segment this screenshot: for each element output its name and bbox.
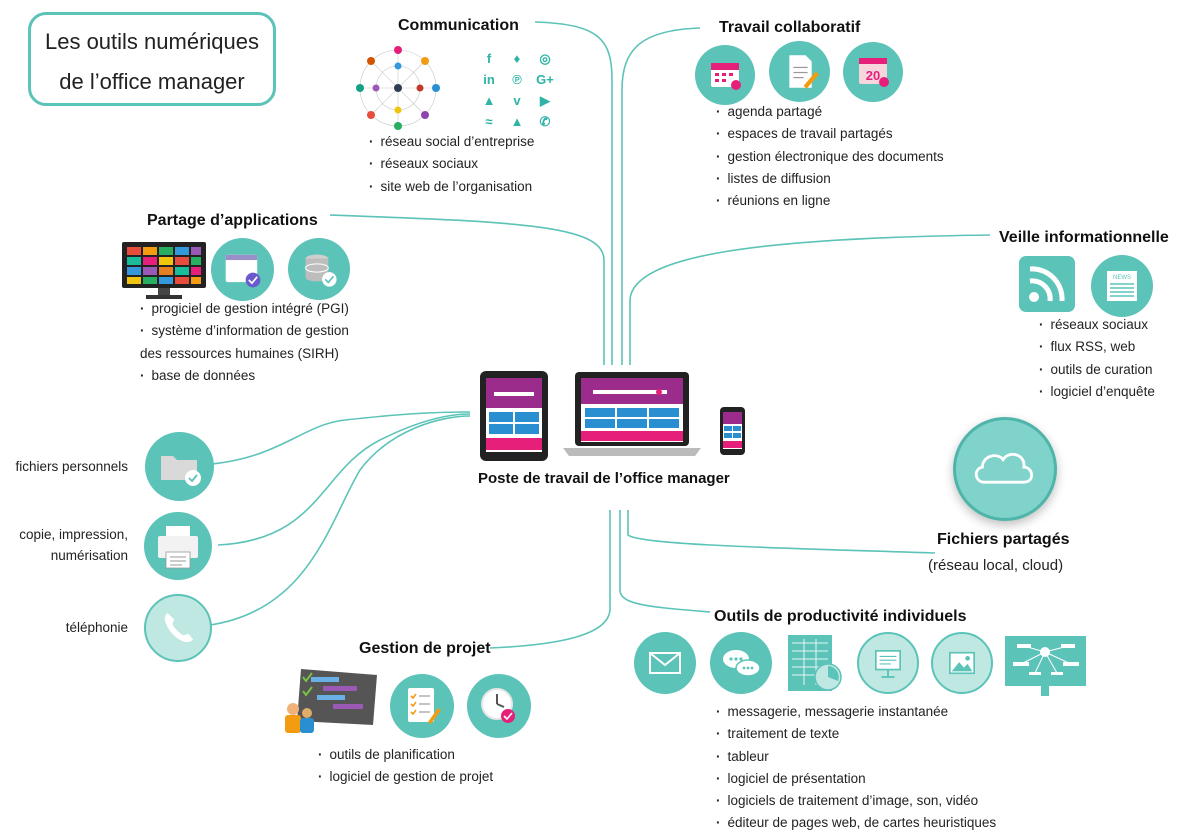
facebook-icon: f [486, 51, 492, 66]
gestion-projet-heading: Gestion de projet [359, 640, 491, 657]
list-item: système d’information de gestion [140, 320, 349, 342]
application-window-icon [211, 238, 274, 301]
agenda-calendar-icon [695, 45, 755, 105]
fichiers-partages-sub: (réseau local, cloud) [928, 557, 1064, 574]
printer-icon [144, 512, 212, 580]
list-item: logiciel de gestion de projet [318, 766, 494, 788]
list-item: flux RSS, web [1039, 336, 1155, 358]
productivite-heading: Outils de productivité individuels [714, 608, 967, 625]
document-edit-icon [769, 41, 830, 102]
list-item: base de données [140, 365, 349, 387]
partage-applications-heading: Partage d’applications [147, 212, 318, 229]
list-item: outils de curation [1039, 359, 1155, 381]
list-item: listes de diffusion [716, 168, 944, 190]
list-item: éditeur de pages web, de cartes heuristi… [716, 812, 997, 834]
gestion-projet-list: outils de planification logiciel de gest… [318, 744, 494, 789]
list-item: outils de planification [318, 744, 493, 766]
mail-icon [634, 632, 696, 694]
center-label: Poste de travail de l’office manager [478, 470, 730, 487]
telephonie-label: téléphonie [65, 620, 128, 635]
copie-line-1: copie, impression, [19, 527, 128, 542]
list-item: progiciel de gestion intégré (PGI) [140, 298, 349, 320]
phone-icon [144, 594, 212, 662]
planning-gantt-icon [285, 669, 377, 733]
monitor-icon [122, 242, 206, 299]
database-icon [288, 238, 350, 300]
pinterest-icon: ℗ [512, 72, 522, 87]
checklist-icon [390, 674, 454, 738]
title-line-2: de l’office manager [59, 69, 245, 94]
list-item: réseaux sociaux [1039, 314, 1155, 336]
copie-label: copie, impression, numérisation [0, 524, 128, 566]
chat-bubbles-icon [710, 632, 772, 694]
mind-map-board-icon [1005, 636, 1086, 696]
social-media-icons: f ♦ ◎ in ℗ G+ ▲ v ▶ ≈ ▲ ✆ [475, 48, 559, 129]
title-line-1: Les outils numériques [44, 29, 259, 54]
whatsapp-icon: ✆ [539, 114, 551, 129]
list-item: espaces de travail partagés [716, 123, 944, 145]
instagram-icon: ◎ [539, 51, 551, 66]
list-item: agenda partagé [716, 101, 944, 123]
travail-collaboratif-heading: Travail collaboratif [719, 19, 861, 36]
presentation-board-icon [857, 632, 919, 694]
productivite-list: messagerie, messagerie instantanée trait… [716, 701, 997, 835]
list-item: réseau social d’entreprise [369, 131, 535, 153]
list-item: des ressources humaines (SIRH) [140, 345, 339, 361]
list-item: messagerie, messagerie instantanée [716, 701, 996, 723]
list-item: logiciels de traitement d’image, son, vi… [716, 790, 996, 812]
list-item: réunions en ligne [716, 190, 944, 212]
tablet-device-icon [480, 371, 548, 461]
news-label: NEWS [1113, 275, 1131, 281]
linkedin-icon: in [483, 72, 495, 87]
copie-line-2: numérisation [50, 548, 128, 563]
image-picture-icon [931, 632, 993, 694]
list-item: traitement de texte [716, 723, 996, 745]
twitter-icon: ♦ [513, 51, 521, 66]
clock-icon [467, 674, 531, 738]
partage-applications-list: progiciel de gestion intégré (PGI) systè… [140, 298, 349, 387]
vimeo-icon: v [513, 93, 521, 108]
communication-list: réseau social d’entreprise réseaux socia… [369, 131, 535, 198]
veille-heading: Veille informationnelle [999, 229, 1169, 246]
rss-feed-icon [1019, 256, 1075, 312]
veille-list: réseaux sociaux flux RSS, web outils de … [1039, 314, 1155, 403]
fichiers-personnels-label: fichiers personnels [15, 459, 128, 474]
list-item: tableur [716, 746, 996, 768]
smartphone-device-icon [720, 407, 745, 455]
cloud-icon [953, 417, 1057, 521]
travail-collaboratif-list: agenda partagé espaces de travail partag… [716, 101, 944, 212]
list-item: logiciel de présentation [716, 768, 996, 790]
spreadsheet-icon [788, 635, 842, 691]
like-icon: ▲ [482, 93, 496, 108]
newspaper-icon: NEWS [1091, 255, 1153, 317]
calendar-day-icon: 20 [843, 42, 903, 102]
list-item: logiciel d’enquête [1039, 381, 1155, 403]
list-item: réseaux sociaux [369, 153, 534, 175]
laptop-device-icon [563, 372, 701, 456]
google-plus-icon: G+ [536, 72, 554, 87]
list-item: site web de l’organisation [369, 176, 534, 198]
communication-heading: Communication [398, 17, 519, 34]
fichiers-partages-heading: Fichiers partagés [937, 531, 1070, 548]
list-item: gestion électronique des documents [716, 146, 944, 168]
thumbs-up-icon: ▲ [510, 114, 524, 129]
social-network-icon [356, 46, 440, 130]
title-box: Les outils numériques de l’office manage… [28, 12, 276, 106]
rss-icon: ≈ [485, 114, 493, 129]
youtube-icon: ▶ [540, 93, 550, 108]
calendar-day: 20 [866, 68, 880, 83]
folder-icon [145, 432, 214, 501]
